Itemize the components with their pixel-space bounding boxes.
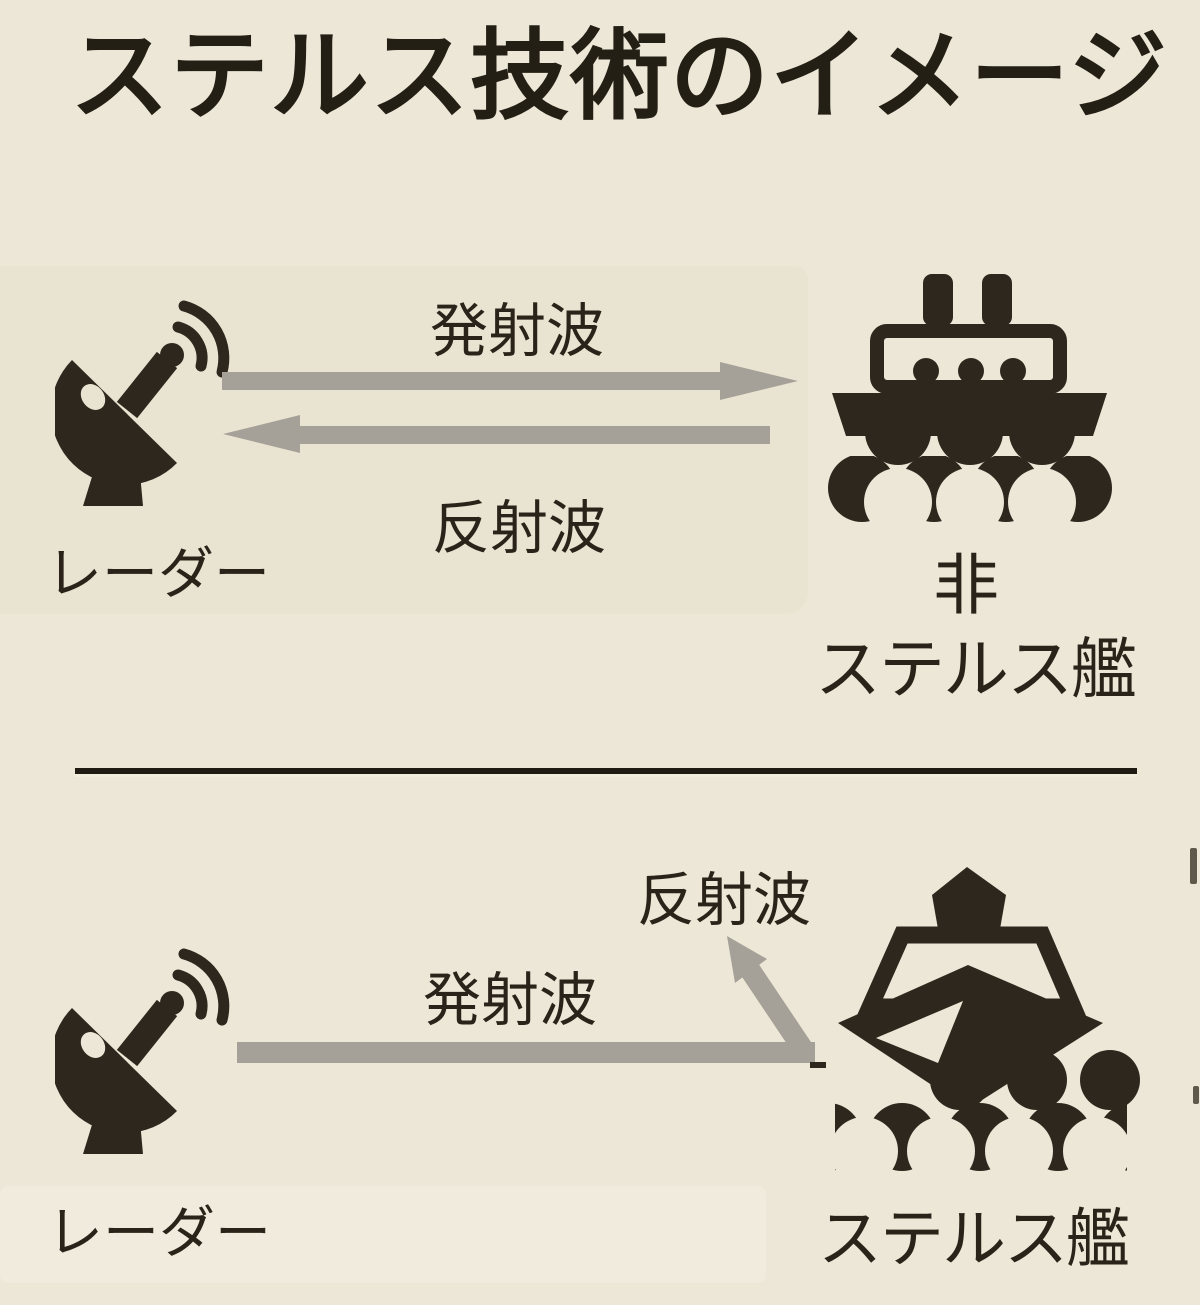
hull-wave bbox=[937, 399, 1003, 465]
top-ship-label-line1: 非 bbox=[933, 548, 999, 622]
cabin bbox=[870, 324, 1067, 394]
hull-wave bbox=[1007, 1050, 1067, 1110]
bottom-ship-label: ステルス艦 bbox=[818, 1203, 1130, 1275]
top-reflected-wave-label: 反射波 bbox=[432, 496, 607, 561]
superstructure bbox=[856, 926, 1086, 1016]
reflected-wave-arrow bbox=[300, 426, 770, 444]
bottom-emitted-wave-label: 発射波 bbox=[423, 968, 598, 1033]
bottom-radar-label-panel bbox=[0, 1186, 766, 1283]
funnel bbox=[982, 274, 1012, 326]
top-radar-label: レーダー bbox=[46, 542, 270, 605]
signal-wave-arc bbox=[172, 969, 208, 1020]
signal-wave-arc bbox=[178, 948, 230, 1026]
deflected-wave-arrowhead bbox=[727, 936, 767, 983]
angular-bow bbox=[838, 965, 1103, 1109]
page-title: ステルス技術のイメージ bbox=[70, 20, 1169, 131]
stealth-ship-icon bbox=[820, 855, 1140, 1175]
signal-wave-arc bbox=[178, 300, 230, 378]
edge-artifact bbox=[1190, 848, 1197, 884]
wave-arrows-top bbox=[210, 355, 810, 465]
dish-highlight bbox=[80, 1032, 106, 1058]
top-ship-label-line2: ステルス艦 bbox=[815, 632, 1137, 706]
deflected-wave-shaft bbox=[735, 955, 814, 1058]
emitted-wave-bent-arrow bbox=[230, 930, 830, 1075]
bottom-radar-label: レーダー bbox=[47, 1201, 271, 1264]
porthole bbox=[1000, 358, 1026, 384]
dish-highlight bbox=[80, 384, 106, 410]
feed-arm bbox=[116, 351, 178, 419]
mast-cap bbox=[932, 867, 1006, 929]
wave-band bbox=[835, 1103, 1127, 1171]
top-emitted-wave-label: 発射波 bbox=[430, 299, 605, 364]
radar-dish-icon bbox=[55, 944, 245, 1166]
signal-wave-arc bbox=[172, 321, 208, 372]
radar-dish-icon bbox=[55, 296, 245, 518]
bow-highlight bbox=[876, 1001, 963, 1063]
section-divider bbox=[75, 768, 1137, 777]
hull-wave bbox=[1009, 399, 1075, 465]
ship-icon bbox=[810, 260, 1140, 540]
feed-knob bbox=[160, 343, 184, 367]
funnel bbox=[923, 274, 953, 326]
porthole bbox=[913, 358, 939, 384]
hull-wave bbox=[865, 399, 931, 465]
emitted-wave-arrow bbox=[237, 1042, 815, 1063]
porthole bbox=[958, 358, 984, 384]
hull-wave bbox=[930, 1050, 990, 1110]
bottom-reflected-wave-label: 反射波 bbox=[637, 868, 812, 933]
feed-arm bbox=[116, 999, 178, 1067]
artifact-dash bbox=[810, 1062, 826, 1068]
edge-artifact bbox=[1193, 1086, 1199, 1104]
feed-knob bbox=[160, 991, 184, 1015]
hull-wave bbox=[1080, 1050, 1140, 1110]
emitted-wave-arrowhead bbox=[720, 362, 798, 400]
reflected-wave-arrowhead bbox=[223, 415, 300, 453]
emitted-wave-arrow bbox=[222, 372, 720, 390]
wave-band bbox=[828, 456, 1112, 522]
